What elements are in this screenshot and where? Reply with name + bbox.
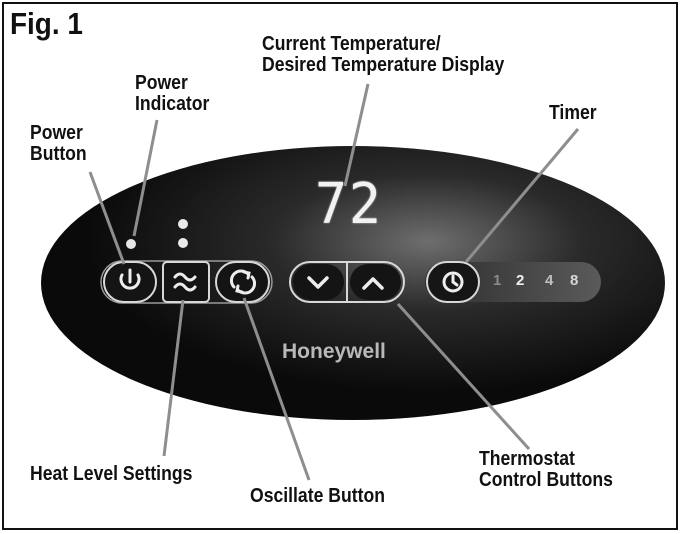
callout-power-indicator-line1: Power xyxy=(135,72,188,94)
power-button[interactable] xyxy=(103,261,157,303)
oscillate-arrows-icon xyxy=(229,269,257,295)
callout-thermostat-buttons: Thermostat Control Buttons xyxy=(479,449,613,491)
callout-line-power-button xyxy=(88,171,126,265)
callout-oscillate-button: Oscillate Button xyxy=(250,485,385,507)
timer-hour-1: 1 xyxy=(493,272,502,289)
clock-icon xyxy=(442,271,464,293)
timer-hour-2: 2 xyxy=(516,272,525,289)
callout-line-heat-level xyxy=(162,299,185,457)
callout-power-indicator: Power Indicator xyxy=(135,73,209,115)
callout-temperature-display-line1: Current Temperature/ xyxy=(262,33,441,55)
callout-temperature-display: Current Temperature/ Desired Temperature… xyxy=(262,34,504,76)
callout-lines xyxy=(88,83,580,481)
oscillate-button[interactable] xyxy=(215,261,270,303)
power-icon xyxy=(119,268,141,290)
heat-level-dot xyxy=(178,238,188,248)
callout-line-temperature-display xyxy=(343,83,370,187)
temperature-up-button[interactable] xyxy=(350,264,401,300)
callout-power-button-line1: Power xyxy=(30,122,83,144)
callout-thermostat-line2: Control Buttons xyxy=(479,469,613,491)
callout-thermostat-line1: Thermostat xyxy=(479,448,575,470)
callout-line-power-indicator xyxy=(132,119,159,237)
chevron-down-icon xyxy=(307,276,329,289)
callout-timer: Timer xyxy=(549,102,597,124)
callout-line-oscillate xyxy=(242,297,311,481)
callout-power-button: Power Button xyxy=(30,123,87,165)
heat-level-dot xyxy=(178,219,188,229)
temperature-display: 72 xyxy=(315,172,383,237)
chevron-up-icon xyxy=(362,277,384,290)
figure-title: Fig. 1 xyxy=(10,6,83,41)
heat-level-button[interactable] xyxy=(162,261,210,303)
callout-line-timer xyxy=(464,128,580,263)
brand-logo-text: Honeywell xyxy=(282,340,386,363)
heat-waves-icon xyxy=(173,272,197,292)
callout-temperature-display-line2: Desired Temperature Display xyxy=(262,54,505,76)
callout-line-thermostat xyxy=(396,302,531,451)
callout-power-indicator-line2: Indicator xyxy=(135,93,210,115)
callout-heat-level-settings: Heat Level Settings xyxy=(30,463,193,485)
timer-hour-4: 4 xyxy=(545,272,554,289)
temperature-down-button[interactable] xyxy=(293,264,344,300)
callout-power-button-line2: Button xyxy=(30,143,87,165)
timer-hour-8: 8 xyxy=(570,272,579,289)
timer-button[interactable] xyxy=(426,261,480,303)
power-indicator-led xyxy=(126,239,136,249)
